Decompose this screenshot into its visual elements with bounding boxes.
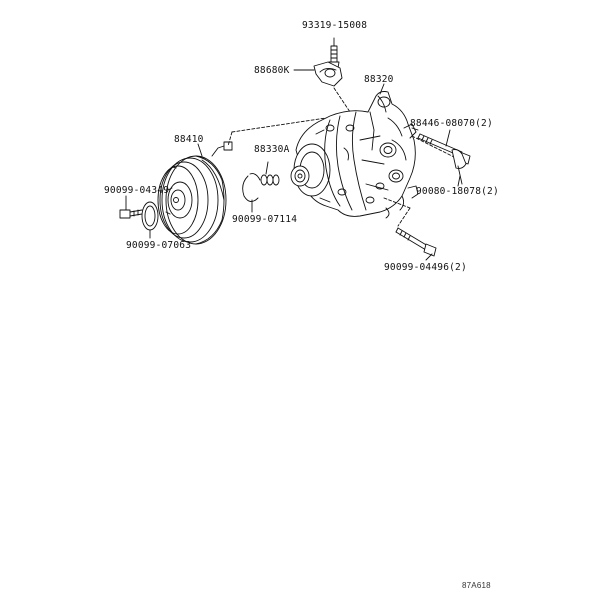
callout-snap-ring: 90099-07114	[232, 214, 298, 225]
snap-ring	[242, 173, 261, 213]
callout-left-bolt: 90099-04349	[104, 185, 170, 196]
callout-compressor: 88320	[364, 74, 394, 85]
leader-stud	[457, 175, 461, 187]
figure-id: 87A618	[462, 581, 491, 590]
stud-bolt	[411, 135, 467, 185]
callout-left-ring: 90099-07063	[126, 240, 192, 251]
leader-bolt-bottom	[425, 253, 433, 261]
bracket	[293, 61, 343, 87]
callout-pulley: 88410	[174, 134, 204, 145]
leader-bolt-right	[445, 129, 451, 147]
callout-right-bolt: 88446-08070(2)	[410, 118, 493, 129]
leader-compressor	[379, 83, 385, 95]
callout-top-bolt: 93319-15008	[302, 20, 368, 31]
bottom-long-bolt	[383, 197, 437, 257]
callout-bracket: 88680K	[254, 65, 290, 76]
compressor-body	[290, 91, 419, 219]
pulley-assembly	[157, 141, 233, 245]
callout-stud: 90080-18078(2)	[416, 186, 499, 197]
shim	[260, 161, 280, 186]
left-ring	[141, 201, 159, 239]
left-small-bolt	[119, 195, 143, 219]
callout-shim: 88330A	[254, 144, 290, 155]
callout-bottom-bolt: 90099-04496(2)	[384, 262, 467, 273]
leader-pulley	[197, 143, 203, 157]
